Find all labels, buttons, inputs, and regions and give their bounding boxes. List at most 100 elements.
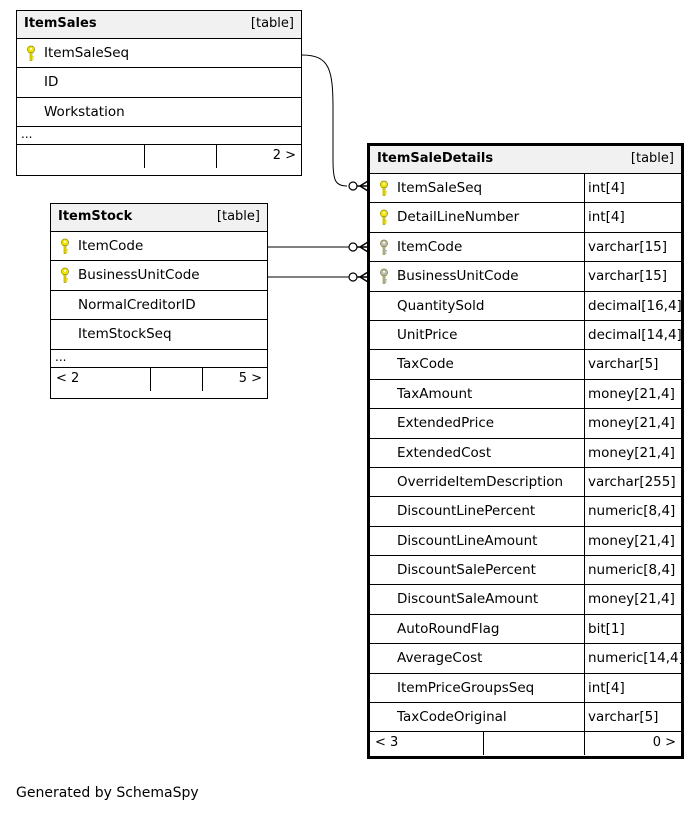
table-type-tag: [table] [216, 209, 260, 224]
column-name: DiscountSaleAmount [397, 591, 539, 608]
link-businessunitcode-optional-circle [348, 272, 358, 282]
column-type: numeric[8,4] [588, 503, 676, 520]
column-row[interactable]: DiscountLineAmount money[21,4] [370, 526, 681, 557]
column-name: ItemStockSeq [78, 326, 172, 343]
column-name: ItemCode [78, 238, 144, 254]
foreign-key-icon [380, 239, 388, 255]
column-row[interactable]: TaxCodeOriginal varchar[5] [370, 703, 681, 733]
parents-count[interactable]: < 3 [375, 735, 399, 751]
link-itemsaleseq-optional-circle [348, 181, 358, 191]
column-row[interactable]: ItemStockSeq [51, 320, 267, 350]
table-name: ItemStock [58, 209, 133, 224]
link-itemcode-optional-circle [348, 242, 358, 252]
column-name: AverageCost [397, 650, 483, 667]
table-type-tag: [table] [250, 16, 294, 31]
column-name: ItemPriceGroupsSeq [397, 679, 535, 696]
column-type: decimal[16,4] [588, 297, 682, 314]
foreign-key-icon [380, 268, 388, 284]
column-type: decimal[14,4] [588, 326, 682, 343]
column-name: DiscountLineAmount [397, 532, 538, 549]
link-businessunitcode-crow-up [359, 271, 369, 278]
column-name: ExtendedCost [397, 444, 492, 461]
column-type: money[21,4] [588, 415, 675, 432]
column-type: varchar[255] [588, 473, 676, 490]
column-row[interactable]: OverrideItemDescription varchar[255] [370, 467, 681, 498]
link-itemcode-crow-up [359, 241, 369, 248]
primary-key-icon [380, 180, 388, 196]
column-row[interactable]: DiscountLinePercent numeric[8,4] [370, 497, 681, 527]
column-row[interactable]: AverageCost numeric[14,4] [370, 644, 684, 674]
column-type: money[21,4] [588, 591, 675, 608]
children-count[interactable]: 5 > [238, 370, 262, 386]
more-columns-ellipsis: ... [17, 127, 301, 146]
link-itemcode-crow-down [359, 246, 369, 253]
column-name: BusinessUnitCode [397, 268, 519, 285]
column-row[interactable]: BusinessUnitCode [51, 261, 267, 291]
column-row[interactable]: Workstation [17, 98, 301, 128]
column-name: TaxAmount [397, 385, 473, 402]
table-footer: 2 > [17, 145, 301, 169]
column-name: ItemSaleSeq [397, 180, 483, 196]
column-name: UnitPrice [397, 326, 458, 343]
table-footer: < 3 0 > [370, 732, 681, 756]
column-row[interactable]: TaxCode varchar[5] [370, 350, 681, 380]
column-name: OverrideItemDescription [397, 473, 564, 490]
column-name: TaxCode [397, 356, 454, 373]
column-row[interactable]: ID [17, 68, 301, 98]
more-columns-ellipsis: ... [51, 350, 267, 368]
children-count[interactable]: 0 > [652, 735, 676, 751]
column-type: varchar[15] [588, 238, 668, 255]
column-type: varchar[5] [588, 356, 659, 373]
primary-key-icon [61, 238, 69, 254]
column-row[interactable]: ItemCode [51, 232, 267, 262]
column-type: money[21,4] [588, 532, 675, 549]
column-name: ItemSaleSeq [44, 45, 130, 61]
column-type: numeric[14,4] [588, 650, 684, 667]
column-type: varchar[5] [588, 709, 659, 726]
column-row[interactable]: TaxAmount money[21,4] [370, 379, 681, 410]
column-row[interactable]: ExtendedPrice money[21,4] [370, 409, 681, 439]
link-itemsaleseq-crow-up [359, 180, 369, 187]
primary-key-icon [61, 267, 69, 284]
children-count[interactable]: 2 > [272, 148, 296, 164]
generated-by-caption: Generated by SchemaSpy [16, 785, 199, 801]
column-type: int[4] [588, 679, 625, 696]
column-name: AutoRoundFlag [397, 620, 500, 637]
link-businessunitcode-crow-down [359, 276, 369, 283]
table-header: ItemSaleDetails [table] [370, 146, 681, 174]
column-row[interactable]: NormalCreditorID [51, 291, 267, 321]
column-type: int[4] [588, 209, 625, 226]
table-header: ItemSales [table] [17, 11, 301, 39]
column-row[interactable]: AutoRoundFlag bit[1] [370, 614, 681, 645]
table-name: ItemSales [24, 16, 97, 31]
column-type: money[21,4] [588, 385, 675, 402]
table-header: ItemStock [table] [51, 204, 267, 232]
column-row[interactable]: UnitPrice decimal[14,4] [370, 320, 682, 351]
parents-count[interactable]: < 2 [56, 370, 80, 386]
column-name: DiscountLinePercent [397, 503, 536, 520]
link-itemsaleseq-crow-down [359, 185, 369, 192]
column-row[interactable]: DiscountSaleAmount money[21,4] [370, 585, 681, 615]
primary-key-icon [27, 45, 35, 61]
table-footer: < 2 5 > [51, 367, 267, 391]
column-row[interactable]: ItemSaleSeq [17, 39, 301, 69]
column-name: ID [44, 74, 59, 91]
column-name: BusinessUnitCode [78, 267, 200, 284]
column-name: DiscountSalePercent [397, 562, 536, 579]
column-name: Workstation [44, 103, 125, 120]
column-type: bit[1] [588, 620, 625, 637]
column-row[interactable]: ItemPriceGroupsSeq int[4] [370, 673, 681, 704]
column-name: ExtendedPrice [397, 415, 495, 432]
column-name: TaxCodeOriginal [397, 709, 507, 726]
